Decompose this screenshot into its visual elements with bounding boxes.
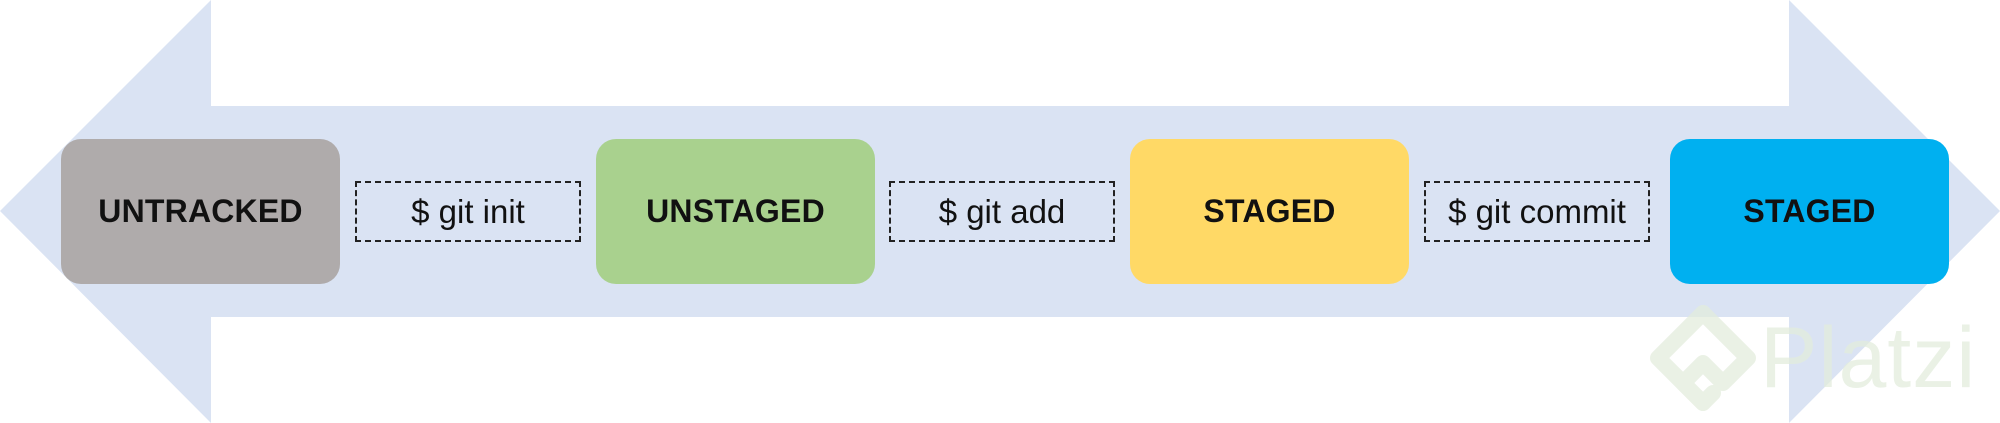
platzi-watermark: Platzi [1648,305,2000,423]
state-untracked: UNTRACKED [61,139,340,284]
command-git-commit-label: $ git commit [1448,192,1626,230]
state-unstaged: UNSTAGED [596,139,875,284]
command-git-commit: $ git commit [1424,181,1650,242]
platzi-logo-icon [1650,305,1756,411]
command-git-init: $ git init [355,181,581,242]
state-staged: STAGED [1130,139,1409,284]
state-unstaged-label: UNSTAGED [646,193,825,229]
state-untracked-label: UNTRACKED [98,193,303,229]
command-git-add-label: $ git add [938,192,1066,230]
command-git-init-label: $ git init [411,192,525,230]
state-staged-label: STAGED [1203,193,1336,229]
platzi-watermark-text: Platzi [1760,310,1977,406]
command-git-add: $ git add [889,181,1115,242]
state-committed-label: STAGED [1743,193,1876,229]
state-committed: STAGED [1670,139,1949,284]
